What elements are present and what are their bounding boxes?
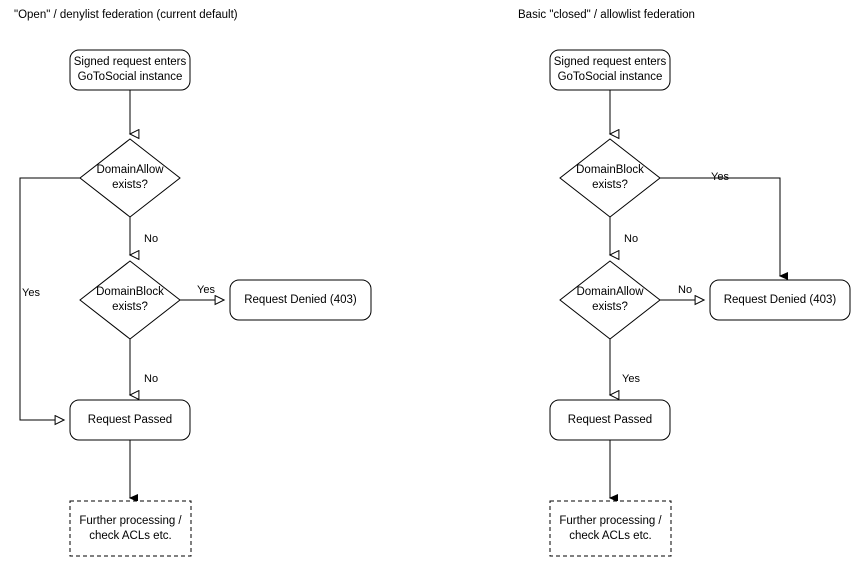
node-request-denied-shape — [709, 279, 851, 321]
diagram-closed-allowlist — [549, 49, 851, 557]
diagram-open-denylist — [19, 49, 372, 557]
edge-label-block-no: No — [144, 373, 159, 385]
node-decision-domainblock-shape — [79, 260, 181, 340]
edge-block-yes — [660, 177, 780, 276]
node-start-shape — [549, 49, 671, 91]
node-start-shape — [69, 49, 191, 91]
node-further-processing-shape — [549, 500, 672, 557]
node-further-processing-shape — [69, 500, 192, 557]
edge-label-block-yes: Yes — [197, 284, 215, 296]
edge-label-allow-yes: Yes — [622, 373, 640, 385]
node-decision-domainallow-shape — [79, 138, 181, 218]
edge-label-block-yes: Yes — [711, 171, 729, 183]
edge-label-allow-no: No — [678, 284, 693, 296]
node-request-denied-shape — [229, 279, 372, 321]
node-request-passed-shape — [549, 399, 671, 441]
diagram-title-closed-allowlist: Basic "closed" / allowlist federation — [518, 9, 695, 21]
node-request-passed-shape — [69, 399, 191, 441]
node-decision-domainblock-shape — [559, 138, 661, 218]
diagram-title-open-denylist: "Open" / denylist federation (current de… — [14, 9, 238, 21]
edge-allow-yes — [19, 177, 80, 420]
edge-label-allow-yes: Yes — [22, 287, 40, 299]
edge-label-allow-no: No — [144, 233, 159, 245]
edge-label-block-no: No — [624, 233, 639, 245]
node-decision-domainallow-shape — [559, 260, 661, 340]
